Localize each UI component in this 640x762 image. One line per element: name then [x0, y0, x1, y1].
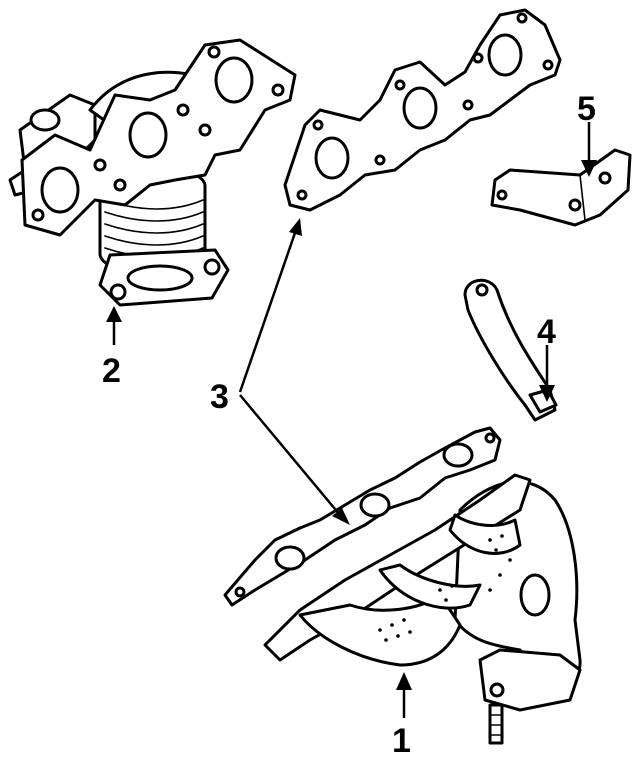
part-3-gasket-upper[interactable] [283, 8, 562, 212]
part-5-bracket[interactable] [490, 148, 632, 227]
arrow-3-upper [289, 218, 302, 236]
part-3-gasket-lower[interactable] [223, 426, 502, 607]
part-2-manifold-with-converter[interactable] [8, 38, 297, 307]
arrow-4 [539, 385, 555, 402]
callout-2: 2 [102, 352, 121, 390]
callout-4: 4 [537, 313, 556, 351]
arrow-5 [581, 160, 597, 177]
leader-3-upper [238, 229, 298, 393]
callout-3: 3 [210, 378, 229, 416]
leader-lines [106, 122, 597, 718]
arrow-1 [396, 672, 412, 690]
part-1-exhaust-manifold[interactable] [263, 473, 582, 745]
arrow-2 [106, 306, 122, 322]
arrow-3-lower [332, 508, 350, 525]
leader-3-lower [239, 394, 341, 516]
callout-1: 1 [392, 722, 411, 760]
callout-5: 5 [577, 90, 596, 128]
